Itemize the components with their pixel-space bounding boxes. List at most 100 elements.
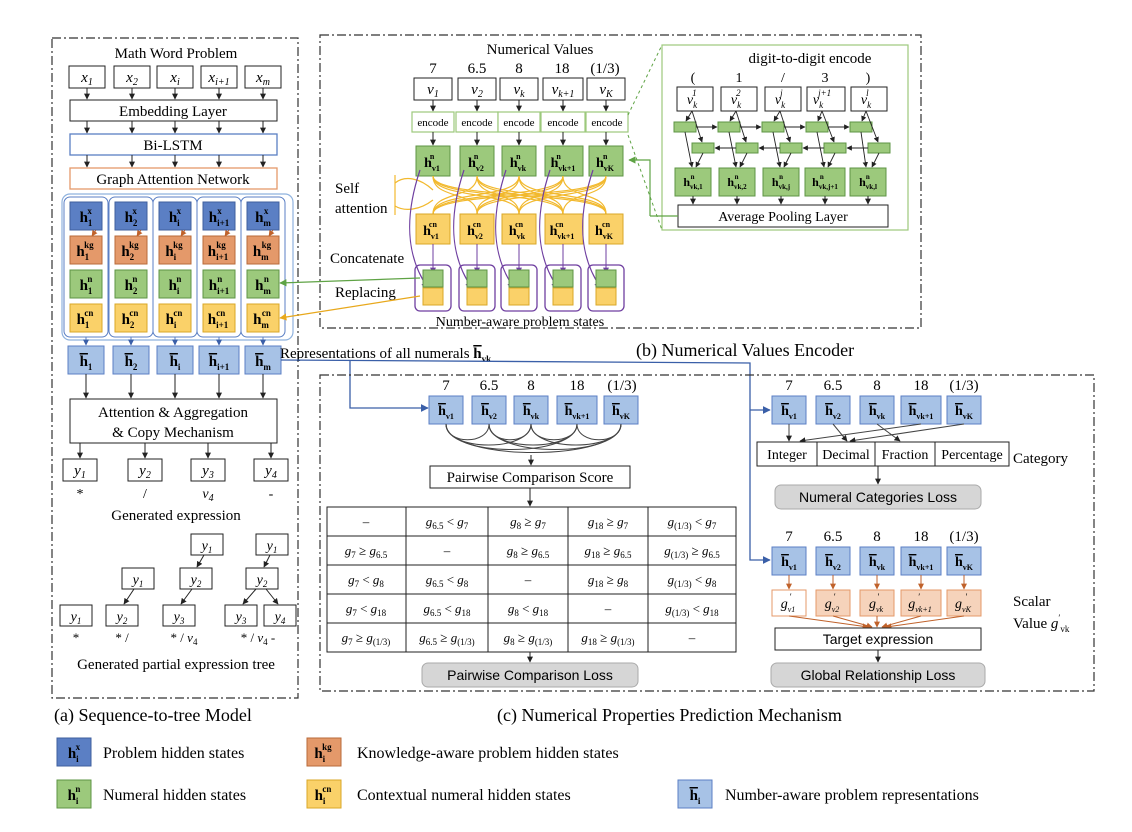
svg-text:–: – <box>524 572 532 587</box>
category-label: Category <box>1013 451 1068 467</box>
svg-text:hv1: hv1 <box>438 404 454 421</box>
svg-text:–: – <box>688 630 696 645</box>
svg-text:hvk: hvk <box>869 555 886 572</box>
c-value-7: 7 <box>442 378 450 394</box>
svg-text:g7 ≥ g(1/3): g7 ≥ g(1/3) <box>342 630 391 647</box>
svg-text:hvK: hvK <box>612 404 631 421</box>
number-aware-states-label: Number-aware problem states <box>436 315 604 330</box>
legend-number-aware: Number-aware problem representations <box>725 787 979 804</box>
svg-text:hv1: hv1 <box>781 404 797 421</box>
panel-b-numerical-values-encoder: Numerical Values 7 6.5 8 18 (1/3) v1 v2 … <box>279 34 922 330</box>
pairwise-comparison-table: – g6.5 < g7 g8 ≥ g7 g18 ≥ g7 g(1/3) < g7… <box>326 506 737 653</box>
svg-text:h1: h1 <box>80 354 93 372</box>
svg-text:g8 ≥ g7: g8 ≥ g7 <box>510 514 546 531</box>
svg-text:hmx: hmx <box>255 206 271 228</box>
representations-label: Representations of all numerals hvk <box>280 346 491 364</box>
svg-text:g(1/3) < g7: g(1/3) < g7 <box>668 514 717 531</box>
svg-text:–: – <box>443 543 451 558</box>
value-8: 8 <box>515 61 523 77</box>
svg-text:g18 ≥ g(1/3): g18 ≥ g(1/3) <box>581 630 634 647</box>
svg-text:hi+1: hi+1 <box>209 354 230 372</box>
svg-text:g(1/3) ≥ g6.5: g(1/3) ≥ g6.5 <box>664 543 720 560</box>
svg-text:g(1/3) < g8: g(1/3) < g8 <box>668 572 717 589</box>
svg-text:g7 < g18: g7 < g18 <box>346 601 387 618</box>
svg-text:hm: hm <box>255 354 271 372</box>
legend: hix Problem hidden states hikg Knowledge… <box>56 737 979 809</box>
svg-text:hv2: hv2 <box>825 555 841 572</box>
tree-label-2: * / <box>115 630 129 645</box>
digit-4: 3 <box>822 71 829 86</box>
svg-text:hv2: hv2 <box>825 404 841 421</box>
svg-text:h1n: h1n <box>80 274 93 296</box>
c-value-6-5: 6.5 <box>480 378 499 394</box>
gat-box <box>69 167 278 190</box>
attention-label-2: & Copy Mechanism <box>112 425 234 441</box>
svg-text:–: – <box>604 601 612 616</box>
cat-value-7: 7 <box>785 378 793 394</box>
svg-text:–: – <box>362 514 370 529</box>
svg-text:vkl: vkl <box>861 88 872 110</box>
op-1: * <box>77 487 84 502</box>
bilstm-label: Bi-LSTM <box>143 138 202 154</box>
category-loss-label: Numeral Categories Loss <box>799 489 957 505</box>
svg-text:hmn: hmn <box>255 274 271 296</box>
gat-label: Graph Attention Network <box>96 172 250 188</box>
svg-text:v2: v2 <box>471 82 483 100</box>
input-tokens: x1 x2 xi xi+1 xm <box>68 65 282 89</box>
c-value-18: 18 <box>570 378 585 394</box>
numerical-values-title: Numerical Values <box>487 42 594 58</box>
legend-problem-hidden: Problem hidden states <box>103 745 244 762</box>
category-decimal: Decimal <box>822 448 870 463</box>
sc-value-7: 7 <box>785 529 793 545</box>
svg-text:* / v4 -: * / v4 - <box>241 630 276 647</box>
encode-3: encode <box>503 117 534 129</box>
svg-text:h2n: h2n <box>125 274 138 296</box>
replacing-label: Replacing <box>335 285 396 301</box>
svg-text:hvk+1: hvk+1 <box>909 555 934 572</box>
pairwise-loss-label: Pairwise Comparison Loss <box>447 667 613 683</box>
hidden-state-columns: h1x h2x hix hi+1x hmx h1kg h2kg hikg hi+… <box>61 193 294 341</box>
svg-text:g7 ≥ g6.5: g7 ≥ g6.5 <box>345 543 388 560</box>
svg-text:g6.5 ≥ g(1/3): g6.5 ≥ g(1/3) <box>419 630 474 647</box>
cat-value-18: 18 <box>914 378 929 394</box>
svg-text:* / v4: * / v4 <box>171 630 198 647</box>
svg-text:hi: hi <box>690 788 701 806</box>
category-percentage: Percentage <box>941 448 1002 463</box>
embedding-layer-box <box>69 99 278 122</box>
svg-text:hvk: hvk <box>523 404 540 421</box>
svg-text:g6.5 < g8: g6.5 < g8 <box>426 572 469 589</box>
c-value-1-3: (1/3) <box>607 378 636 394</box>
svg-text:hi: hi <box>170 354 181 372</box>
svg-text:g18 ≥ g6.5: g18 ≥ g6.5 <box>585 543 632 560</box>
panel-a-sequence-to-tree: Math Word Problem x1 x2 xi xi+1 xm Embed… <box>51 37 299 699</box>
svg-text:hv2: hv2 <box>481 404 497 421</box>
global-loss-label: Global Relationship Loss <box>801 667 956 683</box>
svg-text:hvk+1: hvk+1 <box>909 404 934 421</box>
svg-text:v1: v1 <box>427 82 439 100</box>
legend-contextual-hidden: Contextual numeral hidden states <box>357 787 571 804</box>
svg-text:hvK: hvK <box>955 404 974 421</box>
math-word-problem-label: Math Word Problem <box>115 46 238 62</box>
encode-5: encode <box>591 117 622 129</box>
sc-value-18: 18 <box>914 529 929 545</box>
svg-text:g18 ≥ g7: g18 ≥ g7 <box>588 514 629 531</box>
encode-4: encode <box>547 117 578 129</box>
digit-encode-title: digit-to-digit encode <box>749 51 872 67</box>
encode-2: encode <box>461 117 492 129</box>
generated-expression-label: Generated expression <box>111 508 241 524</box>
sc-value-8: 8 <box>873 529 881 545</box>
generated-tree-label: Generated partial expression tree <box>77 657 275 673</box>
number-aware-reps-a <box>67 345 282 375</box>
svg-text:h1x: h1x <box>80 206 93 228</box>
panel-b-caption: (b) Numerical Values Encoder <box>636 340 854 361</box>
svg-text:hin: hin <box>169 274 182 296</box>
svg-text:vk2: vk2 <box>731 88 742 110</box>
category-fraction: Fraction <box>882 448 929 463</box>
svg-text:vk: vk <box>513 82 525 100</box>
svg-text:g6.5 < g18: g6.5 < g18 <box>423 601 471 618</box>
embedding-layer-label: Embedding Layer <box>119 104 227 120</box>
op-2: / <box>143 487 147 502</box>
self-attention-label-1: Self <box>335 181 359 197</box>
value-1-3: (1/3) <box>590 61 619 77</box>
svg-text:hix: hix <box>169 206 182 228</box>
